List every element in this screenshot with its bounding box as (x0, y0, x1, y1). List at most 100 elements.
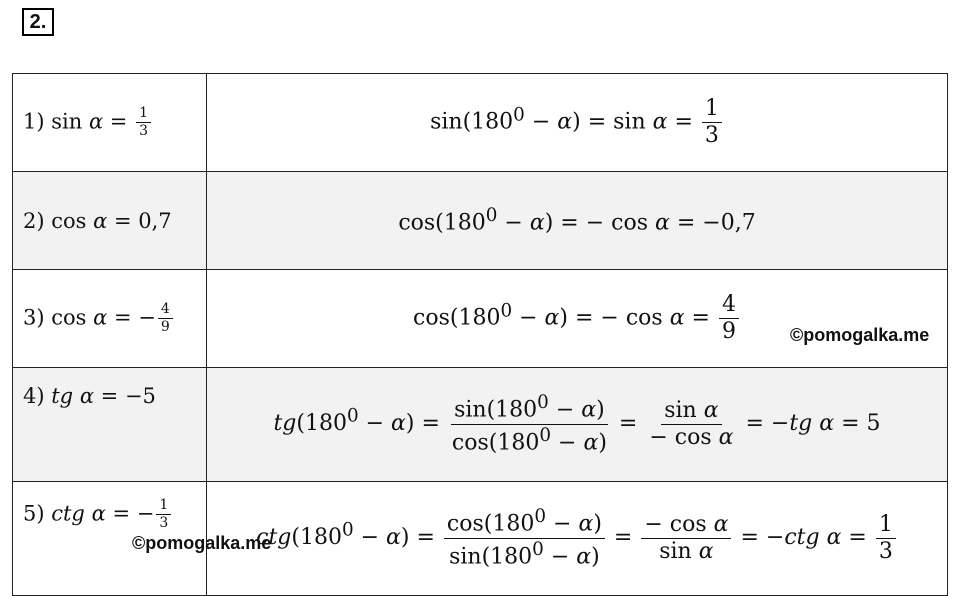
alpha: α (652, 109, 668, 135)
formula-text: = −0,7 (669, 210, 756, 236)
fraction: sin(1800 − α)cos(1800 − α) (449, 393, 610, 455)
alpha: α (713, 511, 729, 537)
alpha: α (826, 525, 842, 551)
solution-cell: cos(1800 − α) = − cos α = −0,7 (206, 171, 948, 270)
formula-text: ) = (400, 525, 442, 551)
denominator: 9 (721, 319, 736, 344)
watermark: ©pomogalka.me (790, 325, 930, 345)
table-row: 4) tg α = −5 tg(1800 − α) = sin(1800 − α… (12, 367, 948, 482)
table-row: 2) cos α = 0,7 cos(1800 − α) = − cos α =… (12, 171, 948, 270)
alpha: α (654, 210, 670, 236)
alpha: α (718, 425, 734, 450)
formula-text: cos(180 (451, 430, 540, 456)
formula-text: sin (664, 397, 704, 423)
formula-text: − (358, 411, 392, 437)
given-text: 1) sin (23, 109, 89, 133)
denominator: sin(1800 − α) (446, 539, 603, 570)
formula-text: ) (591, 544, 600, 570)
formula-text: ) = (405, 411, 447, 437)
given-text: = −5 (94, 384, 156, 408)
alpha: α (576, 544, 592, 570)
formula-text: − (551, 430, 584, 456)
watermark: ©pomogalka.me (132, 533, 272, 553)
formula-text: − (497, 210, 530, 236)
degree-sup: 0 (346, 406, 359, 428)
degree-sup: 0 (539, 425, 552, 446)
numerator: 4 (157, 301, 173, 319)
formula-text: ) = − cos (559, 305, 670, 331)
alpha: α (88, 109, 104, 133)
formula-text: = (841, 525, 874, 551)
alpha: α (819, 411, 835, 437)
given-text: = (103, 109, 135, 133)
numerator: cos(1800 − α) (443, 506, 605, 539)
denominator: cos(1800 − α) (449, 425, 610, 456)
numerator: sin α (661, 397, 722, 425)
formula-text: cos(180 (398, 210, 486, 236)
formula-text: (180 (291, 525, 342, 551)
degree-sup: 0 (513, 104, 525, 126)
function-name: tg (789, 411, 813, 437)
degree-sup: 0 (500, 300, 513, 322)
formula-text: ) (598, 430, 607, 456)
degree-sup: 0 (485, 205, 498, 227)
formula-text: − (353, 525, 387, 551)
formula-text: = − (738, 411, 790, 437)
numerator: 1 (136, 105, 151, 123)
numerator: 1 (156, 497, 172, 516)
alpha: α (581, 397, 597, 423)
alpha: α (544, 305, 560, 331)
formula-text: = 5 (834, 411, 881, 437)
formula-text: − cos (644, 511, 714, 537)
alpha: α (91, 501, 106, 526)
formula-text: ) (593, 511, 602, 537)
alpha: α (698, 539, 714, 564)
formula-text: (180 (296, 411, 347, 437)
given-cell: 2) cos α = 0,7 (12, 171, 207, 270)
formula-text: sin(180 (449, 544, 533, 570)
given-text: = 0,7 (107, 208, 172, 233)
alpha: α (557, 109, 573, 135)
fraction: cos(1800 − α)sin(1800 − α) (443, 506, 605, 570)
denominator: 3 (878, 539, 893, 564)
denominator: 3 (704, 123, 719, 148)
formula-text: sin(180 (454, 397, 538, 423)
given-text: 4) (23, 384, 52, 408)
alpha: α (386, 525, 401, 551)
function-name: ctg (784, 525, 820, 551)
numerator: 1 (701, 96, 722, 123)
formula-text: − (543, 544, 577, 570)
formula-text: − (512, 305, 545, 331)
function-name: tg (51, 384, 74, 408)
alpha: α (669, 305, 685, 331)
alpha: α (391, 411, 406, 437)
given-cell: 4) tg α = −5 (12, 367, 207, 482)
numerator: sin(1800 − α) (451, 393, 608, 425)
fraction: sin α− cos α (646, 397, 736, 450)
degree-sup: 0 (341, 520, 354, 542)
alpha: α (583, 430, 599, 456)
solution-cell: tg(1800 − α) = sin(1800 − α)cos(1800 − α… (206, 367, 948, 482)
degree-sup: 0 (532, 539, 544, 560)
formula-text: − cos (649, 425, 719, 450)
denominator: 3 (159, 515, 169, 532)
formula-text: cos(180 (413, 305, 501, 331)
function-name: ctg (51, 501, 85, 526)
formula-text: sin (659, 539, 699, 564)
degree-sup: 0 (534, 506, 547, 528)
formula-text: sin(180 (430, 109, 514, 135)
alpha: α (529, 210, 545, 236)
